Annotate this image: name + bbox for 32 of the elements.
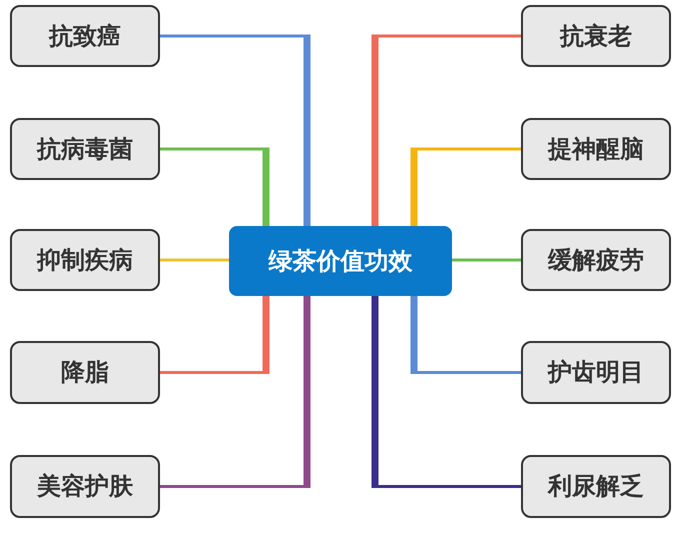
topic-box: [10, 5, 160, 67]
connector-line: [160, 294, 310, 488]
topic-label: 美容护肤: [37, 472, 133, 501]
topic-label: 抗致癌: [49, 22, 121, 50]
topic-label: 降脂: [61, 358, 109, 387]
topic-box: [521, 341, 671, 404]
central-topic-label: 绿茶价值功效: [268, 246, 412, 276]
connector-line: [160, 148, 270, 228]
topic-label: 缓解疲劳: [548, 246, 644, 274]
connector-line: [410, 294, 521, 374]
connector-line: [160, 294, 270, 374]
topic-box: [10, 455, 160, 518]
topic-box: [10, 341, 160, 404]
topic-box: [521, 5, 671, 67]
connector-line: [452, 258, 521, 262]
connector-line: [372, 34, 521, 228]
topic-box: [521, 455, 671, 518]
connector-line: [372, 294, 521, 488]
topic-label: 利尿解乏: [548, 472, 644, 501]
topic-label: 护齿明目: [548, 358, 644, 387]
topic-box: [10, 229, 160, 291]
connector-line: [160, 34, 310, 228]
topic-label: 提神醒脑: [548, 134, 644, 164]
topic-label: 抑制疾病: [37, 246, 133, 274]
topic-label: 抗衰老: [560, 22, 632, 50]
topic-box: [10, 118, 160, 180]
topic-box: [521, 229, 671, 291]
connector-line: [410, 148, 521, 228]
central-topic-box: [229, 226, 452, 296]
topic-box: [521, 118, 671, 180]
topic-label: 抗病毒菌: [37, 134, 133, 164]
connector-line: [160, 258, 229, 262]
